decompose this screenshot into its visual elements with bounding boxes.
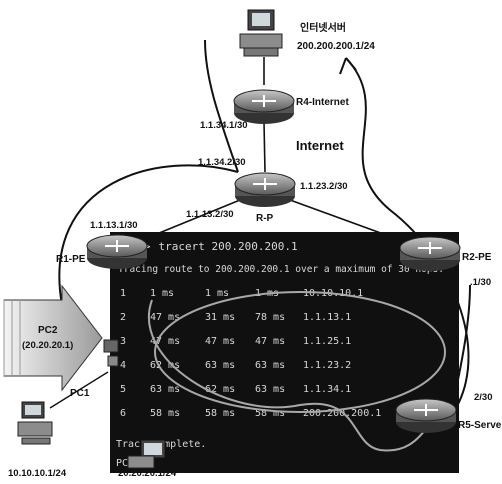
r1-label: R1-PE	[56, 254, 86, 265]
pc1-keyboard	[22, 438, 50, 444]
pc2-name: PC2	[38, 325, 58, 336]
pc1-name: PC1	[70, 388, 90, 399]
hop-n: 2	[120, 312, 126, 323]
hop-t3: 63 ms	[255, 360, 285, 371]
path-left-to-top	[205, 40, 238, 172]
hop-addr: 1.1.13.1	[303, 312, 351, 323]
hop-n: 6	[120, 408, 126, 419]
hop-t2: 47 ms	[205, 336, 235, 347]
server-keyboard	[244, 48, 278, 56]
pc2-arrow	[4, 286, 102, 390]
hop-t3: 78 ms	[255, 312, 285, 323]
hop-addr: 1.1.23.2	[303, 360, 351, 371]
hop-t2: 58 ms	[205, 408, 235, 419]
server-base	[240, 34, 282, 48]
ip-r5-side: 2/30	[474, 392, 493, 403]
hop-t2: 63 ms	[205, 360, 235, 371]
pc2-ip: (20.20.20.1)	[22, 340, 73, 351]
rp-label: R-P	[256, 213, 274, 224]
hop-t1: 63 ms	[150, 384, 180, 395]
server-name: 인터넷서버	[300, 21, 346, 34]
hop-addr: 1.1.25.1	[303, 336, 351, 347]
hop-n: 1	[120, 288, 126, 299]
terminal-command-line: PC1>tracert 200.200.200.1	[124, 240, 298, 253]
hop-t2: 1 ms	[205, 288, 229, 299]
internet-label: Internet	[296, 138, 344, 153]
router-rp	[235, 173, 295, 207]
hop-n: 4	[120, 360, 126, 371]
pc1	[18, 402, 52, 444]
pc2-device-base	[108, 356, 118, 366]
ip-r4-down: 1.1.34.1/30	[200, 120, 248, 131]
ip-rp-up: 1.1.34.2/30	[198, 157, 246, 168]
internet-server	[240, 10, 282, 56]
r4-label: R4-Internet	[296, 97, 349, 108]
ip-r1-up: 1.1.13.1/30	[90, 220, 138, 231]
pc-bottom-screen	[144, 443, 162, 455]
hop-t2: 31 ms	[205, 312, 235, 323]
hop-t1: 1 ms	[150, 288, 174, 299]
pc1-screen	[25, 405, 41, 415]
server-screen	[252, 13, 270, 26]
pc2-arrow-shape	[4, 286, 102, 390]
hop-t3: 47 ms	[255, 336, 285, 347]
hop-t3: 63 ms	[255, 384, 285, 395]
hop-addr: 1.1.34.1	[303, 384, 351, 395]
pc-bottom-ip: 20.20.20.1/24	[118, 468, 177, 479]
pc2-device-body	[104, 340, 118, 352]
router-r1	[87, 235, 147, 269]
r2-label: R2-PE	[462, 252, 492, 263]
pc-bottom-base	[128, 456, 154, 468]
router-r2	[400, 237, 460, 271]
router-r4	[234, 90, 294, 124]
server-ip: 200.200.200.1/24	[297, 41, 375, 52]
hop-n: 5	[120, 384, 126, 395]
pc1-ip: 10.10.10.1/24	[8, 468, 67, 479]
pc1-base	[18, 422, 52, 436]
hop-n: 3	[120, 336, 126, 347]
path-arrow-head	[340, 58, 356, 74]
ip-rp-right: 1.1.23.2/30	[300, 181, 348, 192]
hop-t1: 58 ms	[150, 408, 180, 419]
router-r5	[396, 399, 456, 433]
link-r4-rp	[264, 122, 265, 172]
terminal-header: Tracing route to 200.200.200.1 over a ma…	[118, 264, 444, 275]
hop-t2: 62 ms	[205, 384, 235, 395]
r5-label: R5-Server	[458, 420, 502, 431]
ip-rp-left: 1.1.13.2/30	[186, 209, 234, 220]
ip-r2-side: .1/30	[470, 277, 491, 288]
